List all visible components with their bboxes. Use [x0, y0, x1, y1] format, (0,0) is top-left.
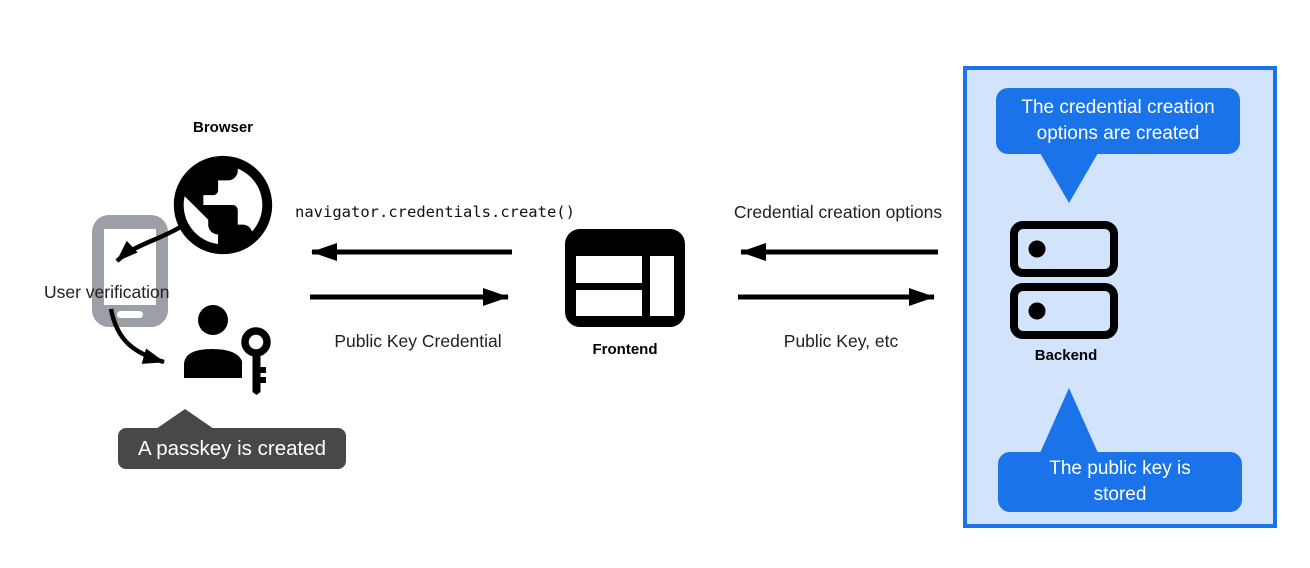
backend-label: Backend — [1034, 347, 1098, 364]
options-created-bubble-pointer — [1040, 153, 1098, 203]
options-created-line1: The credential creation — [1021, 96, 1215, 118]
passkey-tooltip: A passkey is created — [118, 428, 346, 469]
user-verification-label: User verification — [44, 282, 170, 302]
message-public-key-etc: Public Key, etc — [783, 331, 899, 351]
globe-icon — [173, 155, 273, 255]
person-key-icon — [184, 305, 271, 395]
browser-window-icon — [565, 229, 685, 327]
key-stored-line2: stored — [1093, 484, 1147, 505]
frontend-label: Frontend — [592, 341, 658, 358]
key-stored-line1: The public key is — [1049, 457, 1191, 479]
options-created-line2: options are created — [1036, 123, 1200, 144]
key-stored-bubble: The public key is stored — [998, 452, 1242, 512]
message-public-key-credential: Public Key Credential — [334, 331, 502, 351]
smartphone-icon — [92, 215, 168, 327]
passkey-tooltip-text: A passkey is created — [137, 436, 326, 460]
key-stored-bubble-pointer — [1040, 388, 1098, 453]
message-credential-creation-options: Credential creation options — [733, 202, 943, 222]
server-stack-icon — [1010, 221, 1118, 339]
message-navigator-credentials-create: navigator.credentials.create() — [295, 203, 575, 221]
browser-label: Browser — [192, 119, 254, 136]
options-created-bubble: The credential creation options are crea… — [996, 88, 1240, 154]
passkey-tooltip-pointer — [156, 409, 214, 429]
